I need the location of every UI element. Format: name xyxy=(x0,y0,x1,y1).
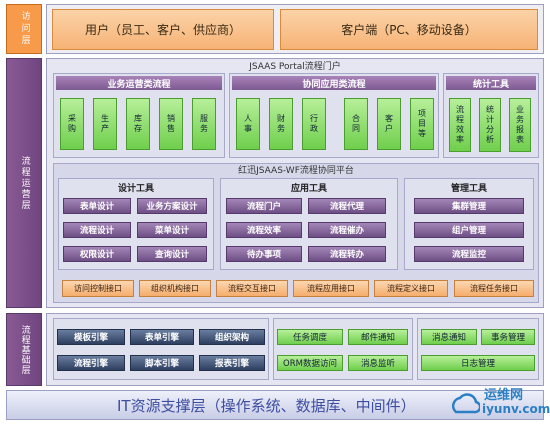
app-tool-button[interactable]: 流程转办 xyxy=(308,246,386,262)
collab-item[interactable]: 人事 xyxy=(236,98,260,150)
collab-item[interactable]: 行政 xyxy=(302,98,326,150)
design-tool-button[interactable]: 权限设计 xyxy=(63,246,131,262)
service-button[interactable]: 任务调度 xyxy=(277,329,343,345)
engine-button[interactable]: 报表引擎 xyxy=(199,355,265,371)
right-service-button[interactable]: 消息通知 xyxy=(421,329,477,345)
design-tool-button[interactable]: 流程设计 xyxy=(63,222,131,238)
business-ops-title: 业务运营类流程 xyxy=(56,76,222,90)
layer-label-foundation: 流程基础层 xyxy=(6,313,42,386)
it-layer-band: IT资源支撑层（操作系统、数据库、中间件） xyxy=(6,390,544,420)
stats-title: 统计工具 xyxy=(446,76,536,90)
right-service-button[interactable]: 事务管理 xyxy=(481,329,535,345)
manage-tool-button[interactable]: 组户管理 xyxy=(414,222,524,238)
bizop-item[interactable]: 生产 xyxy=(93,98,117,150)
watermark-brand: 运维网 xyxy=(484,388,524,403)
api-box[interactable]: 流程应用接口 xyxy=(293,280,369,297)
manage-tool-button[interactable]: 流程监控 xyxy=(414,246,524,262)
bizop-item[interactable]: 采购 xyxy=(60,98,84,150)
stats-item[interactable]: 统计分析 xyxy=(479,98,501,152)
bizop-item[interactable]: 库存 xyxy=(126,98,150,150)
layer-label-operation: 流程运营层 xyxy=(6,58,42,308)
layer-label-access: 访问层 xyxy=(6,4,42,54)
app-tool-button[interactable]: 流程门户 xyxy=(226,198,302,214)
service-button[interactable]: 消息监听 xyxy=(348,355,408,371)
client-box: 客户端（PC、移动设备） xyxy=(280,9,538,50)
portal-title: JSAAS Portal流程门户 xyxy=(249,62,341,72)
collab-item[interactable]: 项目等 xyxy=(410,98,434,150)
design-tool-button[interactable]: 菜单设计 xyxy=(137,222,207,238)
api-box[interactable]: 流程任务接口 xyxy=(454,280,534,297)
collab-title: 协同应用类流程 xyxy=(232,76,436,90)
app-tool-button[interactable]: 待办事项 xyxy=(226,246,302,262)
engine-button[interactable]: 表单引擎 xyxy=(130,329,194,345)
users-box: 用户（员工、客户、供应商） xyxy=(52,9,274,50)
service-button[interactable]: 邮件通知 xyxy=(348,329,408,345)
service-button[interactable]: ORM数据访问 xyxy=(277,355,343,371)
collab-item[interactable]: 客户 xyxy=(377,98,401,150)
watermark-url: iyunv.com xyxy=(482,402,550,416)
collab-item[interactable]: 财务 xyxy=(269,98,293,150)
design-tools-title: 设计工具 xyxy=(117,183,154,194)
cloud-icon xyxy=(451,393,480,414)
engine-button[interactable]: 组织架构 xyxy=(199,329,265,345)
api-box[interactable]: 访问控制接口 xyxy=(62,280,134,297)
collab-item[interactable]: 合同 xyxy=(344,98,368,150)
watermark-logo: 运维网 iyunv.com xyxy=(448,382,550,424)
right-service-button[interactable]: 日志管理 xyxy=(421,355,535,371)
engine-button[interactable]: 模板引擎 xyxy=(57,329,125,345)
design-tool-button[interactable]: 业务方案设计 xyxy=(137,198,207,214)
api-box[interactable]: 流程定义接口 xyxy=(374,280,448,297)
design-tool-button[interactable]: 表单设计 xyxy=(63,198,131,214)
stats-item[interactable]: 业务报表 xyxy=(509,98,531,152)
api-box[interactable]: 组织机构接口 xyxy=(139,280,211,297)
app-tool-button[interactable]: 流程催办 xyxy=(308,222,386,238)
bizop-item[interactable]: 销售 xyxy=(159,98,183,150)
platform-title: 红迅JSAAS-WF流程协同平台 xyxy=(238,166,354,176)
app-tool-button[interactable]: 流程效率 xyxy=(226,222,302,238)
engine-button[interactable]: 流程引擎 xyxy=(57,355,125,371)
manage-tools-title: 管理工具 xyxy=(450,183,487,194)
bizop-item[interactable]: 服务 xyxy=(192,98,216,150)
engine-button[interactable]: 脚本引擎 xyxy=(130,355,194,371)
api-box[interactable]: 流程交互接口 xyxy=(216,280,288,297)
app-tool-button[interactable]: 流程代理 xyxy=(308,198,386,214)
design-tool-button[interactable]: 查询设计 xyxy=(137,246,207,262)
app-tools-title: 应用工具 xyxy=(290,183,327,194)
manage-tool-button[interactable]: 集群管理 xyxy=(414,198,524,214)
stats-item[interactable]: 流程效率 xyxy=(449,98,471,152)
